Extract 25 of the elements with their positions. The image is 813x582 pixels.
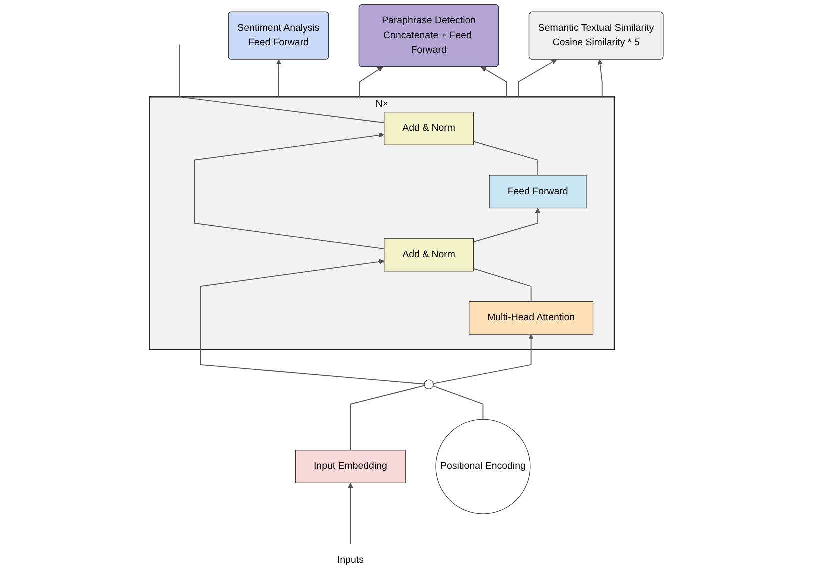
node-box: Add & Norm xyxy=(384,238,474,272)
arrow xyxy=(433,334,534,384)
cluster xyxy=(149,96,616,350)
arrow xyxy=(200,259,425,385)
connector xyxy=(180,44,385,124)
arrow xyxy=(481,66,508,98)
connector xyxy=(473,141,539,176)
arrow xyxy=(348,482,354,545)
connector xyxy=(432,386,484,420)
node-box: Input Embedding xyxy=(295,450,406,484)
arrow xyxy=(360,66,384,98)
node-box: Feed Forward xyxy=(489,175,587,209)
connector xyxy=(473,268,532,302)
node-box: Add & Norm xyxy=(384,112,474,146)
arrow xyxy=(473,208,541,243)
node-box: Multi-Head Attention xyxy=(469,301,594,335)
arrow xyxy=(598,60,603,98)
node-text: Inputs xyxy=(337,555,364,566)
node-label: N× xyxy=(376,98,388,110)
connector xyxy=(350,385,426,451)
arrow xyxy=(518,60,558,98)
node-circle xyxy=(424,380,434,390)
arrow xyxy=(194,132,385,250)
node-circle: Positional Encoding xyxy=(436,419,531,514)
arrow xyxy=(276,60,282,98)
